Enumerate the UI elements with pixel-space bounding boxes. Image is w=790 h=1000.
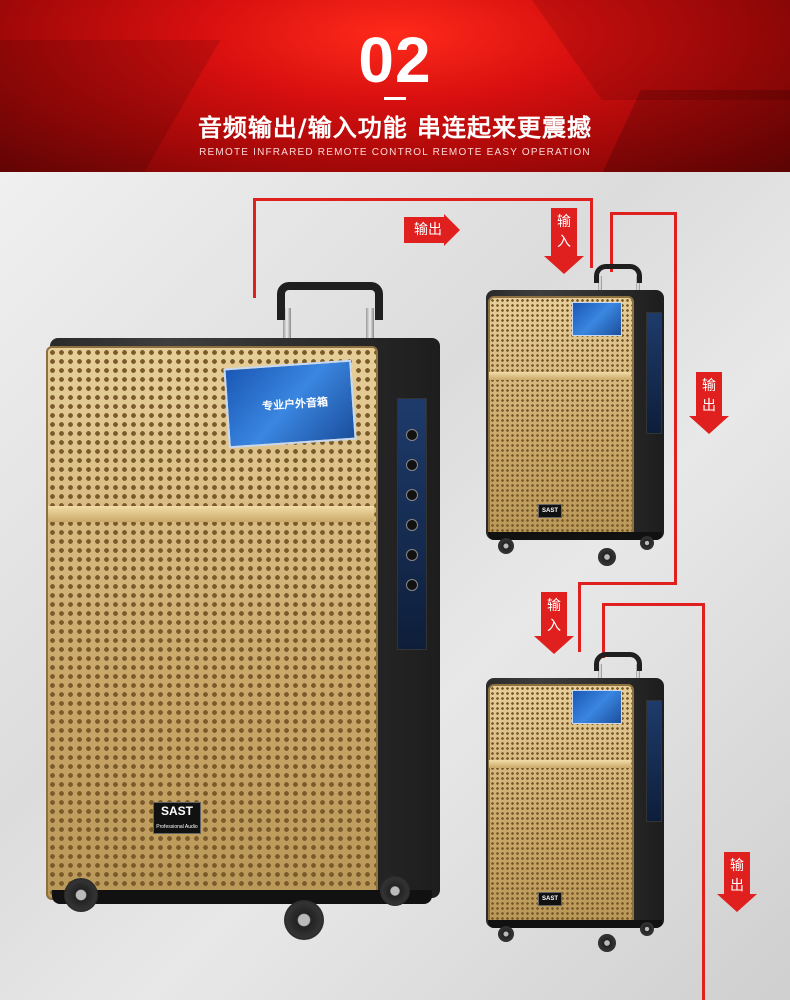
wheel-icon — [640, 922, 654, 936]
knob-icon — [406, 579, 418, 591]
brand-logo: SAST — [538, 504, 562, 518]
output-label-right-2: 输出 — [717, 852, 757, 912]
speaker-large: 专业户外音箱 SAST Professional Audio — [40, 278, 440, 948]
knob-icon — [406, 549, 418, 561]
control-panel — [646, 700, 662, 822]
wheel-icon — [498, 926, 514, 942]
speaker-base — [488, 920, 662, 928]
cable-line — [674, 212, 677, 584]
wheel-icon — [598, 934, 616, 952]
grille-divider — [489, 760, 631, 768]
cable-line — [590, 198, 593, 268]
trolley-handle — [277, 282, 383, 320]
knob-icon — [406, 489, 418, 501]
product-label: 专业户外音箱 — [223, 359, 357, 449]
section-number: 02 — [358, 24, 432, 96]
header-banner: 02 音频输出/输入功能 串连起来更震撼 REMOTE INFRARED REM… — [0, 0, 790, 172]
wheel-icon — [64, 878, 98, 912]
handle-rod — [366, 308, 374, 348]
cable-line — [602, 603, 705, 606]
wheel-icon — [598, 548, 616, 566]
trolley-handle — [594, 264, 642, 283]
cable-line — [578, 582, 581, 652]
wheel-icon — [380, 876, 410, 906]
handle-rod — [636, 276, 640, 298]
control-panel — [646, 312, 662, 434]
wheel-icon — [284, 900, 324, 940]
control-panel — [397, 398, 427, 650]
product-label — [572, 302, 622, 336]
input-label-top: 输入 — [544, 208, 584, 274]
wheel-icon — [498, 538, 514, 554]
output-label-right-1: 输出 — [689, 372, 729, 434]
section-subtitle: REMOTE INFRARED REMOTE CONTROL REMOTE EA… — [199, 147, 591, 158]
handle-rod — [598, 276, 602, 298]
handle-rod — [636, 664, 640, 686]
cable-line — [610, 212, 677, 215]
knob-icon — [406, 459, 418, 471]
cable-line — [602, 603, 605, 658]
handle-rod — [598, 664, 602, 686]
knob-icon — [406, 429, 418, 441]
speaker-small-2: SAST — [486, 650, 666, 955]
output-label-top: 输出 — [404, 214, 460, 246]
knob-icon — [406, 519, 418, 531]
product-label — [572, 690, 622, 724]
wheel-icon — [640, 536, 654, 550]
brand-logo: SAST — [538, 892, 562, 906]
grille-divider — [48, 506, 374, 522]
cable-line — [253, 198, 592, 201]
grille-divider — [489, 372, 631, 380]
section-title: 音频输出/输入功能 串连起来更震撼 — [197, 114, 593, 142]
speaker-small-1: SAST — [486, 262, 666, 572]
speaker-base — [52, 890, 432, 904]
handle-rod — [283, 308, 291, 348]
speaker-grille — [488, 684, 634, 928]
speaker-base — [488, 532, 662, 540]
section-number-underline — [384, 97, 406, 100]
cable-line — [610, 212, 613, 272]
input-label-middle: 输入 — [534, 592, 574, 654]
cable-line — [253, 198, 256, 298]
speaker-grille — [488, 296, 634, 540]
trolley-handle — [594, 652, 642, 671]
brand-logo: SAST Professional Audio — [153, 802, 201, 834]
cable-line — [702, 603, 705, 1000]
cable-line — [578, 582, 677, 585]
